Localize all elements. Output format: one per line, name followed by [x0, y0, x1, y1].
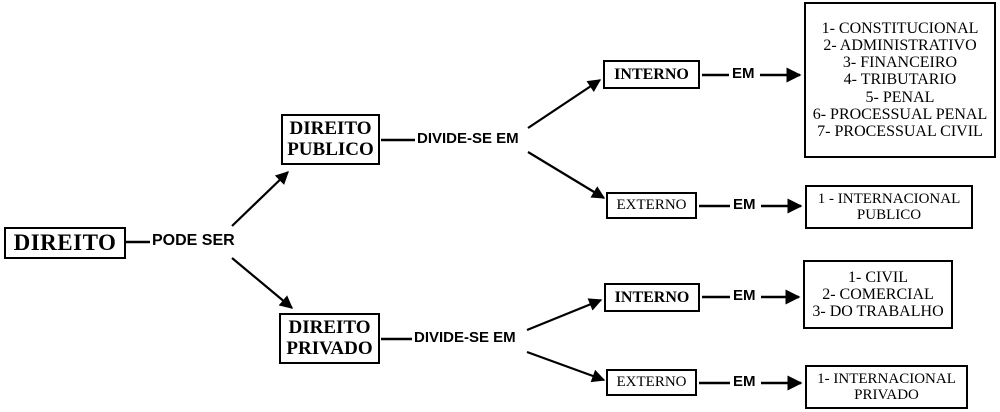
edge-label-pode-ser: PODE SER [150, 232, 237, 250]
list-item: 5- PENAL [865, 88, 935, 106]
node-direito[interactable]: DIREITO [4, 227, 126, 259]
list-item: 1- INTERNACIONAL [817, 370, 956, 387]
node-interno-publico[interactable]: INTERNO [603, 60, 700, 89]
node-direito-publico[interactable]: DIREITO PUBLICO [281, 114, 380, 165]
list-item: PRIVADO [854, 387, 919, 403]
list-item: 2- COMERCIAL [822, 285, 934, 303]
list-item: 1 - INTERNACIONAL [817, 190, 961, 207]
list-item: 2- ADMINISTRATIVO [823, 36, 977, 54]
node-direito-privado-line-2: PRIVADO [286, 337, 373, 359]
connector-divide-privado-to-externo [526, 350, 606, 383]
edge-label-em-privado-externo: EM [731, 373, 758, 390]
node-list-privado-externo[interactable]: 1- INTERNACIONAL PRIVADO [805, 365, 968, 409]
node-list-privado-interno[interactable]: 1- CIVIL 2- COMERCIAL 3- DO TRABALHO [803, 260, 953, 329]
list-item: 7- PROCESSUAL CIVIL [817, 123, 983, 141]
node-direito-privado[interactable]: DIREITO PRIVADO [279, 313, 380, 364]
node-list-publico-externo[interactable]: 1 - INTERNACIONAL PUBLICO [805, 185, 973, 229]
node-direito-publico-line-1: DIREITO [289, 117, 372, 139]
edge-label-divide-se-em-publico: DIVIDE-SE EM [415, 130, 521, 147]
list-item: 6- PROCESSUAL PENAL [812, 105, 988, 123]
connector-divide-privado-to-interno [526, 298, 603, 332]
list-item: 3- FINANCEIRO [842, 54, 958, 72]
node-interno-privado-label: INTERNO [614, 288, 690, 306]
list-item: 4- TRIBUTARIO [843, 71, 957, 89]
node-direito-privado-line-1: DIREITO [288, 316, 371, 338]
connector-pode-ser-to-privado [231, 257, 294, 309]
edge-label-divide-se-em-privado: DIVIDE-SE EM [412, 329, 518, 346]
list-item: PUBLICO [856, 207, 922, 223]
node-interno-privado[interactable]: INTERNO [604, 283, 700, 312]
list-item: 1- CONSTITUCIONAL [821, 19, 979, 37]
edge-label-em-privado-interno: EM [731, 287, 758, 304]
node-externo-privado[interactable]: EXTERNO [606, 369, 697, 396]
edge-label-em-publico-externo: EM [731, 196, 758, 213]
edge-label-em-publico-interno: EM [730, 65, 757, 82]
node-direito-line-1: DIREITO [13, 229, 117, 255]
connector-divide-publico-to-interno [527, 79, 602, 129]
connector-divide-publico-to-externo [527, 151, 606, 199]
list-item: 1- CIVIL [848, 268, 908, 286]
node-direito-publico-line-2: PUBLICO [287, 138, 374, 160]
connector-pode-ser-to-publico [231, 171, 289, 227]
node-externo-privado-label: EXTERNO [616, 374, 687, 391]
node-list-publico-interno[interactable]: 1- CONSTITUCIONAL 2- ADMINISTRATIVO 3- F… [804, 2, 996, 158]
node-interno-publico-label: INTERNO [614, 65, 689, 83]
list-item: 3- DO TRABALHO [812, 303, 944, 321]
node-externo-publico[interactable]: EXTERNO [606, 192, 697, 219]
node-externo-publico-label: EXTERNO [616, 197, 687, 214]
